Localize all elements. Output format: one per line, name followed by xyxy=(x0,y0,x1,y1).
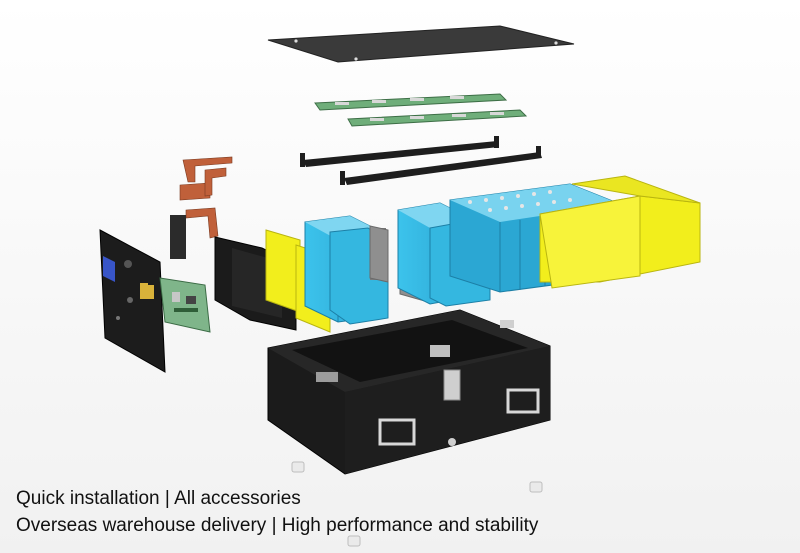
copper-busbars xyxy=(179,156,233,239)
blue-cells-left xyxy=(304,215,389,325)
pcb-strips xyxy=(314,93,528,127)
case-handle-right xyxy=(506,388,540,414)
case-feet xyxy=(291,461,543,547)
main-case xyxy=(267,309,551,475)
caption-block: Quick installation | All accessories Ove… xyxy=(16,485,538,539)
bms-board xyxy=(159,215,211,333)
caption-line-1: Quick installation | All accessories xyxy=(16,488,301,509)
black-brackets xyxy=(300,136,542,185)
case-handle-left xyxy=(378,418,416,446)
front-panel xyxy=(99,229,166,373)
lid-plate xyxy=(267,25,575,63)
caption-line-2: Overseas warehouse delivery | High perfo… xyxy=(16,515,539,536)
yellow-cell-box xyxy=(539,175,701,289)
case-latch xyxy=(443,369,461,446)
